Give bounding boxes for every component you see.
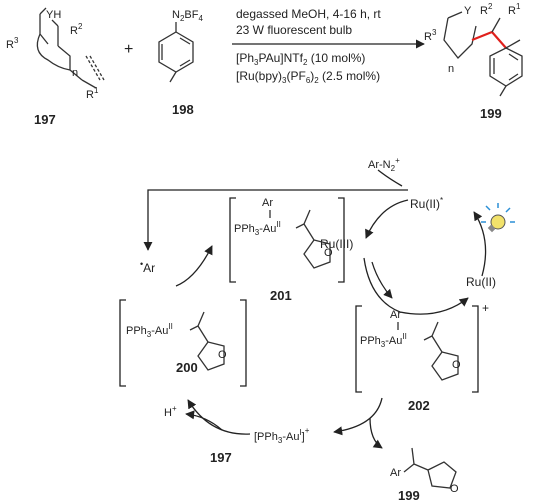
- r2-label: R2: [70, 22, 83, 37]
- compound-id-199-cycle: 199: [398, 488, 420, 503]
- complex-202-ar: Ar: [390, 309, 401, 321]
- complex-201-ar: Ar: [262, 197, 273, 209]
- reaction-conditions: degassed MeOH, 4-16 h, rt 23 W fluoresce…: [232, 7, 425, 85]
- product-oxygen: O: [450, 483, 459, 495]
- product-y-label: Y: [464, 5, 472, 17]
- complex-202-gold: PPh3-AuII: [360, 332, 407, 349]
- proton-release-arrow: [185, 410, 223, 431]
- complex-200-oxygen: O: [218, 349, 227, 361]
- ru-iii: Ru(III): [320, 237, 353, 251]
- product-r3-label: R3: [424, 28, 437, 43]
- condition-solvent: degassed MeOH, 4-16 h, rt: [236, 7, 381, 21]
- compound-id-199-top: 199: [480, 106, 502, 121]
- complex-201-gold: PPh3-AuII: [234, 220, 281, 237]
- n-label: n: [72, 67, 78, 79]
- plus-sign: +: [124, 41, 133, 58]
- ru-excitation-arrow: [473, 211, 487, 277]
- new-c-aryl-bond: [491, 31, 507, 49]
- ru-oxidation-arrow: [365, 199, 409, 239]
- complex-202-charge: +: [482, 301, 489, 315]
- ru-ii-ground: Ru(II): [466, 275, 496, 289]
- r1-label: R1: [86, 86, 99, 101]
- product-r2-label: R2: [480, 2, 493, 17]
- complex-201: Ar PPh3-AuII O 201: [229, 197, 345, 303]
- ru-iii-to-ru-ii-arrow: [363, 257, 469, 315]
- aryl-radical: •Ar: [140, 259, 155, 275]
- product-r1-label: R1: [508, 2, 521, 17]
- product-199: Y R2 R1 R3 n 199: [424, 2, 523, 121]
- radical-addition-arrow: [175, 245, 213, 287]
- diazonium-in-arrow: [377, 169, 403, 187]
- complex-201-oxygen: O: [324, 247, 333, 259]
- auration-arrow: [187, 399, 251, 435]
- reductive-elimination-arrow: [333, 397, 383, 436]
- gold-i-cation: [PPh3-AuI]+: [254, 426, 310, 445]
- proton: H+: [164, 404, 177, 419]
- product-release-arrow: [369, 417, 383, 449]
- product-n-label: n: [448, 63, 454, 75]
- aryl-diazonium: Ar-N2+: [368, 156, 400, 173]
- compound-id-197-cycle: 197: [210, 450, 232, 465]
- r3-label: R3: [6, 36, 19, 51]
- condition-ru-catalyst: [Ru(bpy)3(PF6)2 (2.5 mol%): [236, 69, 380, 85]
- compound-id-200: 200: [176, 360, 198, 375]
- condition-light: 23 W fluorescent bulb: [236, 23, 352, 37]
- complex-202-oxygen: O: [452, 359, 461, 371]
- ru-ii-excited: Ru(II)*: [410, 196, 443, 211]
- compound-id-198: 198: [172, 102, 194, 117]
- aryl-radical-release-arrow: [143, 189, 408, 251]
- diazonium-label: N2BF4: [172, 9, 203, 23]
- reactant-198: N2BF4 198: [158, 9, 203, 117]
- condition-gold-catalyst: [Ph3PAu]NTf2 (10 mol%): [236, 51, 365, 67]
- product-ar: Ar: [390, 467, 401, 479]
- compound-id-197: 197: [34, 112, 56, 127]
- reactant-197: YH R2 R3 n R1 197: [6, 7, 105, 127]
- complex-200-gold: PPh3-AuII: [126, 322, 173, 339]
- product-199-cycle: Ar O 199: [390, 447, 459, 503]
- compound-id-202: 202: [408, 398, 430, 413]
- radical-capture-arrow: [371, 261, 393, 299]
- yh-label: YH: [46, 9, 61, 21]
- compound-id-201: 201: [270, 288, 292, 303]
- light-bulb-icon: [481, 203, 515, 233]
- complex-200: PPh3-AuII O 200: [119, 299, 247, 387]
- complex-202: + Ar PPh3-AuII O 202: [355, 301, 489, 413]
- new-cc-bond: [471, 30, 493, 42]
